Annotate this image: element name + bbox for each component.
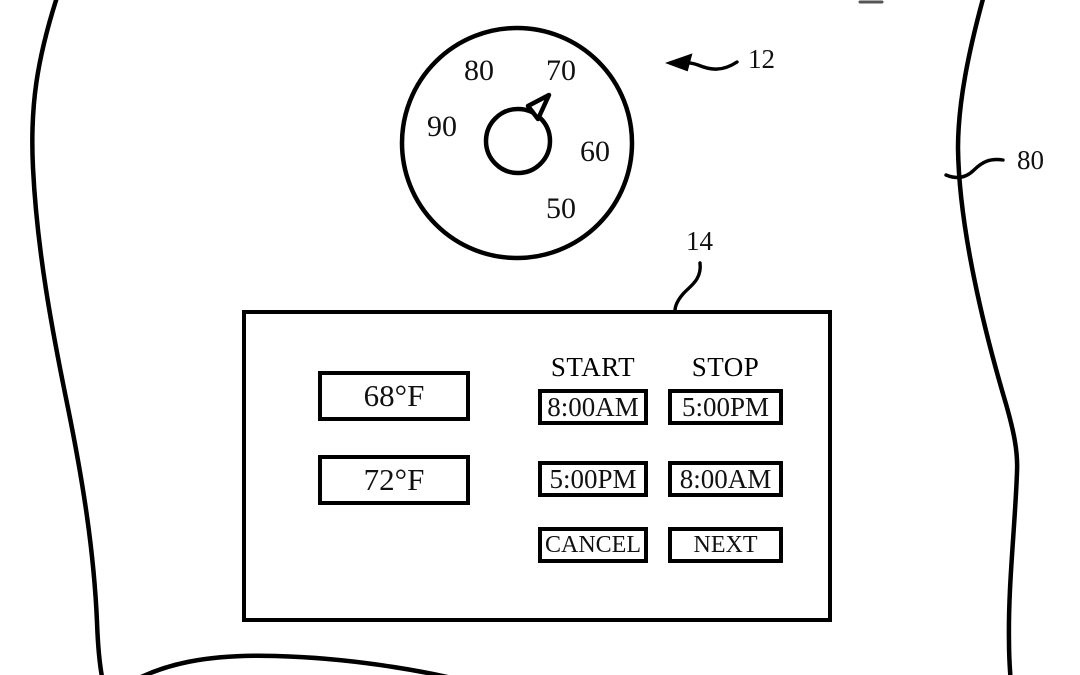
- housing-outline-left: [30, 0, 104, 675]
- dial-scale-90: 90: [427, 110, 457, 143]
- dial-scale-50: 50: [546, 192, 576, 225]
- leader-line-80: [944, 157, 1005, 180]
- column-header-stop: STOP: [691, 352, 760, 382]
- setpoint-temp-box-1[interactable]: 68°F: [318, 371, 470, 421]
- reference-numeral-80: 80: [1017, 145, 1044, 175]
- column-header-start: START: [550, 352, 636, 382]
- leader-arrowhead-12: [665, 53, 693, 72]
- schedule-start-time-1[interactable]: 8:00AM: [538, 389, 648, 425]
- housing-outline-bottom: [140, 653, 449, 675]
- setpoint-temp-box-2[interactable]: 72°F: [318, 455, 470, 505]
- schedule-stop-time-1[interactable]: 5:00PM: [668, 389, 783, 425]
- dial-knob[interactable]: [483, 106, 553, 176]
- schedule-stop-time-2[interactable]: 8:00AM: [668, 461, 783, 497]
- cancel-button[interactable]: CANCEL: [538, 527, 648, 563]
- dial-scale-60: 60: [580, 135, 610, 168]
- schedule-start-time-2[interactable]: 5:00PM: [538, 461, 648, 497]
- reference-numeral-12: 12: [748, 44, 775, 74]
- dial-scale-70: 70: [546, 54, 576, 87]
- housing-outline-right: [955, 0, 1020, 675]
- next-button[interactable]: NEXT: [668, 527, 783, 563]
- reference-numeral-14: 14: [686, 226, 713, 256]
- leader-line-14: [673, 261, 702, 313]
- dial-scale-80: 80: [464, 54, 494, 87]
- dial-outer-ring[interactable]: [399, 25, 635, 261]
- dial-pointer-icon: [525, 92, 552, 122]
